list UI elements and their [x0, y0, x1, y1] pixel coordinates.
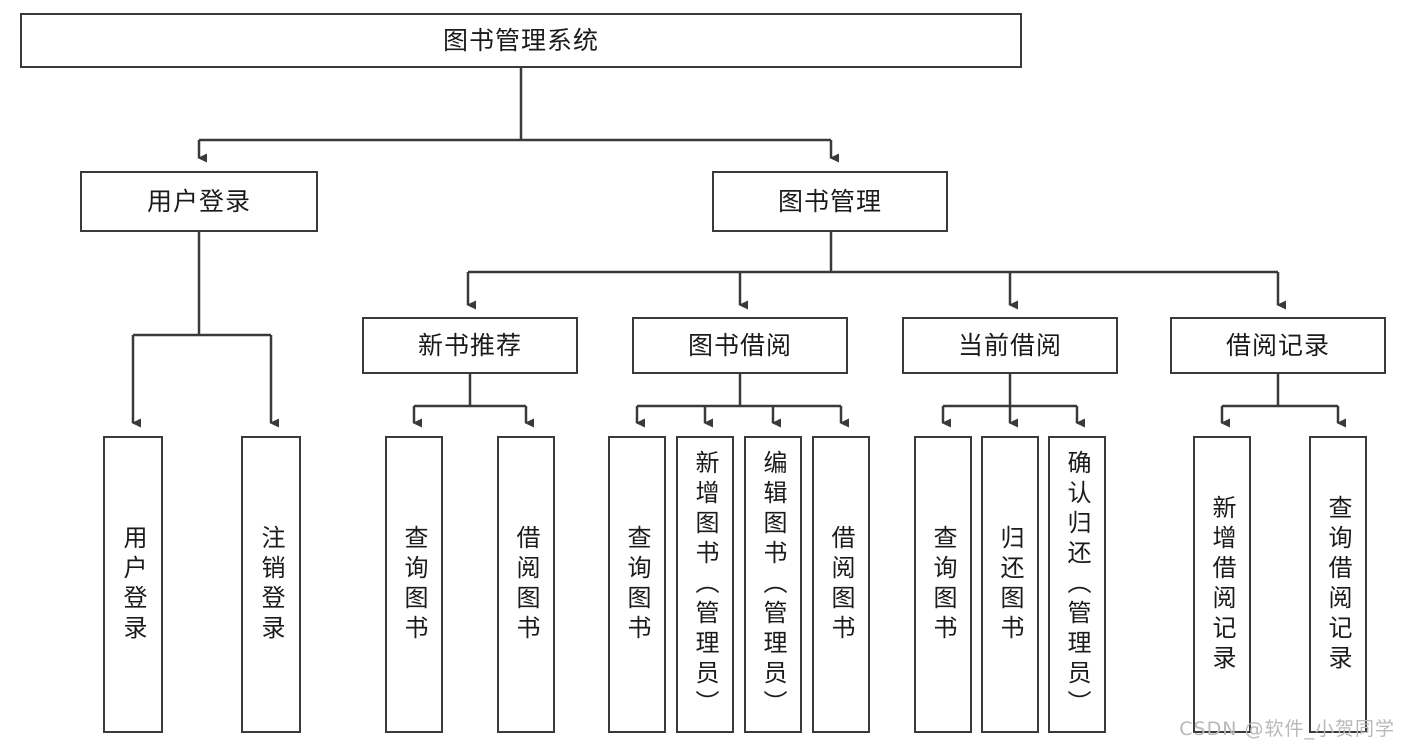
- node-label: 查询图书: [400, 524, 428, 645]
- node-label: 借阅图书: [512, 524, 540, 645]
- node-label: 图书管理系统: [442, 25, 599, 55]
- node-label: 用户登录: [119, 524, 147, 645]
- node-label: 用户登录: [146, 186, 251, 216]
- leaf-edit-book-admin[interactable]: 编辑图书（管理员）: [744, 436, 802, 733]
- node-label: 借阅图书: [827, 524, 855, 645]
- node-label: 借阅记录: [1225, 330, 1330, 360]
- node-label: 图书管理: [777, 186, 882, 216]
- node-label: 当前借阅: [957, 330, 1062, 360]
- node-label: 图书借阅: [687, 330, 792, 360]
- node-book-borrow[interactable]: 图书借阅: [632, 317, 848, 374]
- leaf-return-book[interactable]: 归还图书: [981, 436, 1039, 733]
- node-root-system[interactable]: 图书管理系统: [20, 13, 1022, 68]
- leaf-confirm-return-admin[interactable]: 确认归还（管理员）: [1048, 436, 1106, 733]
- csdn-watermark: CSDN @软件_小贺同学: [1179, 718, 1395, 740]
- node-label: 编辑图书（管理员）: [759, 449, 787, 720]
- node-label: 新增借阅记录: [1208, 494, 1236, 675]
- leaf-borrow-book-recommend[interactable]: 借阅图书: [497, 436, 555, 733]
- node-user-login[interactable]: 用户登录: [80, 171, 318, 232]
- leaf-query-book-borrow[interactable]: 查询图书: [608, 436, 666, 733]
- node-current-borrow[interactable]: 当前借阅: [902, 317, 1118, 374]
- node-new-book-recommend[interactable]: 新书推荐: [362, 317, 578, 374]
- node-label: 新增图书（管理员）: [691, 449, 719, 720]
- leaf-user-logout[interactable]: 注销登录: [241, 436, 301, 733]
- node-borrow-record[interactable]: 借阅记录: [1170, 317, 1386, 374]
- leaf-add-borrow-record[interactable]: 新增借阅记录: [1193, 436, 1251, 733]
- leaf-query-book-recommend[interactable]: 查询图书: [385, 436, 443, 733]
- node-label: 查询借阅记录: [1324, 494, 1352, 675]
- leaf-borrow-book-borrow[interactable]: 借阅图书: [812, 436, 870, 733]
- node-label: 新书推荐: [417, 330, 522, 360]
- node-label: 查询图书: [623, 524, 651, 645]
- leaf-query-borrow-record[interactable]: 查询借阅记录: [1309, 436, 1367, 733]
- leaf-user-login[interactable]: 用户登录: [103, 436, 163, 733]
- leaf-query-book-current[interactable]: 查询图书: [914, 436, 972, 733]
- node-label: 归还图书: [996, 524, 1024, 645]
- node-book-manage[interactable]: 图书管理: [712, 171, 948, 232]
- leaf-add-book-admin[interactable]: 新增图书（管理员）: [676, 436, 734, 733]
- node-label: 确认归还（管理员）: [1063, 449, 1091, 720]
- node-label: 查询图书: [929, 524, 957, 645]
- node-label: 注销登录: [257, 524, 285, 645]
